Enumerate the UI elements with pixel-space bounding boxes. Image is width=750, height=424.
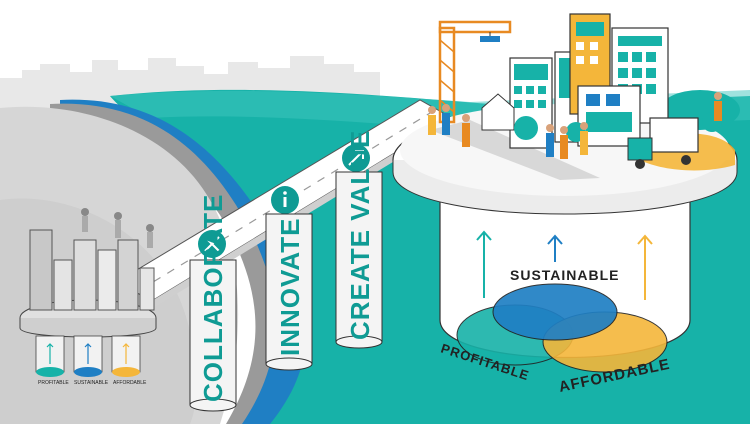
pillar-create-value: CREATE VALUE — [335, 130, 383, 349]
venn-label-sustainable: SUSTAINABLE — [510, 267, 620, 283]
small-well-label-sustainable: SUSTAINABLE — [74, 380, 109, 386]
city-buildings — [481, 13, 722, 149]
innovate-info-icon — [271, 186, 299, 214]
pillar-collaborate: COLLABORATE — [189, 194, 237, 412]
pillar-label-create-value: CREATE VALUE — [345, 130, 375, 340]
small-well-label-profitable: PROFITABLE — [38, 380, 69, 386]
people-group — [428, 92, 722, 159]
create-value-arrow-icon — [342, 144, 370, 172]
truck — [627, 117, 699, 169]
pillar-innovate: INNOVATE — [265, 213, 313, 371]
growth-arrows — [476, 230, 653, 300]
pillar-label-collaborate: COLLABORATE — [198, 194, 228, 402]
river-bank — [50, 103, 276, 424]
left-platform — [19, 208, 157, 338]
small-well-profitable: PROFITABLE — [35, 335, 69, 386]
small-well-sustainable: SUSTAINABLE — [73, 335, 109, 386]
venn-sustainable-circle — [492, 283, 618, 341]
venn-diagram — [456, 283, 668, 373]
pillar-label-innovate: INNOVATE — [275, 218, 305, 356]
small-well-label-affordable: AFFORDABLE — [113, 380, 147, 386]
small-well-affordable: AFFORDABLE — [111, 335, 147, 386]
collaborate-cross-icon — [198, 230, 226, 258]
